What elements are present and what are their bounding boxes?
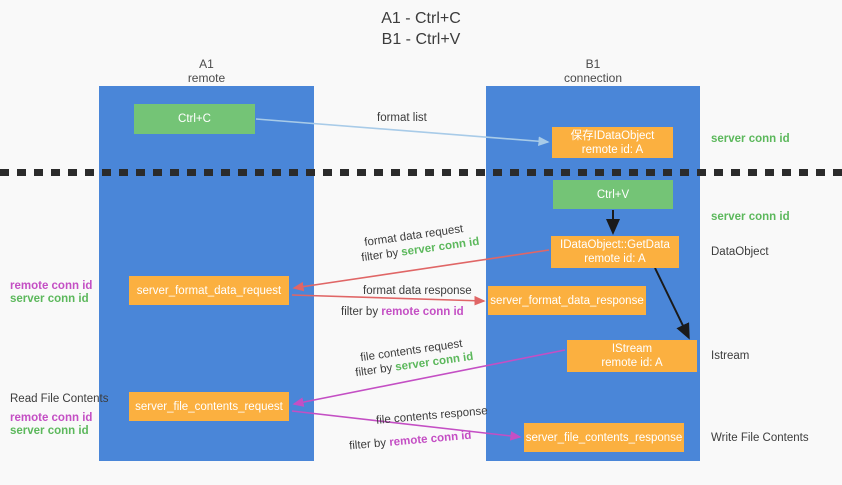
node-save-idataobject[interactable]: 保存IDataObject remote id: A: [552, 127, 673, 158]
side-label-data-object: DataObject: [711, 246, 769, 258]
side-label-left-remote-conn-id-2: remote conn id: [10, 412, 93, 424]
phase-divider: [0, 169, 842, 176]
edge-label-format-data-response-filter: filter by remote conn id: [341, 305, 464, 320]
edge-label-format-list: format list: [377, 112, 427, 124]
filter-prefix: filter by: [348, 436, 390, 453]
edge-label-file-contents-response-filter: filter by remote conn id: [349, 429, 473, 455]
column-header-b1-name: B1: [585, 57, 601, 71]
side-label-write-file-contents: Write File Contents: [711, 432, 809, 444]
side-label-left-remote-conn-id-1: remote conn id: [10, 280, 93, 292]
edge-label-format-data-response: format data response: [363, 285, 472, 297]
node-server-format-data-request[interactable]: server_format_data_request: [129, 276, 289, 305]
node-server-file-contents-request[interactable]: server_file_contents_request: [129, 392, 289, 421]
filter-prefix: filter by: [354, 361, 397, 380]
node-server-format-data-response[interactable]: server_format_data_response: [488, 286, 646, 315]
node-idataobject-getdata[interactable]: IDataObject::GetData remote id: A: [551, 236, 679, 268]
page-title: A1 - Ctrl+C B1 - Ctrl+V: [381, 10, 461, 48]
side-label-right-server-conn-id-2: server conn id: [711, 211, 790, 223]
node-server-file-contents-response[interactable]: server_file_contents_response: [524, 423, 684, 452]
column-header-b1-sub: connection: [563, 71, 623, 85]
edge-label-file-contents-response: file contents response: [375, 405, 489, 427]
node-ctrl-v[interactable]: Ctrl+V: [553, 180, 673, 209]
node-istream[interactable]: IStream remote id: A: [567, 340, 697, 372]
filter-prefix: filter by: [341, 306, 382, 318]
filter-prefix: filter by: [360, 246, 403, 265]
side-label-left-server-conn-id-2: server conn id: [10, 425, 89, 437]
side-label-read-file-contents: Read File Contents: [10, 393, 109, 405]
filter-key-remote-conn-id: remote conn id: [381, 306, 464, 318]
column-header-b1: B1 connection: [486, 57, 700, 85]
filter-key-remote-conn-id: remote conn id: [388, 429, 472, 449]
column-header-a1-sub: remote: [187, 71, 226, 85]
side-label-istream: Istream: [711, 350, 750, 362]
node-ctrl-c[interactable]: Ctrl+C: [134, 104, 255, 134]
side-label-left-server-conn-id-1: server conn id: [10, 293, 89, 305]
column-header-a1: A1 remote: [99, 57, 314, 85]
side-label-right-server-conn-id-1: server conn id: [711, 133, 790, 145]
column-header-a1-name: A1: [199, 57, 214, 71]
